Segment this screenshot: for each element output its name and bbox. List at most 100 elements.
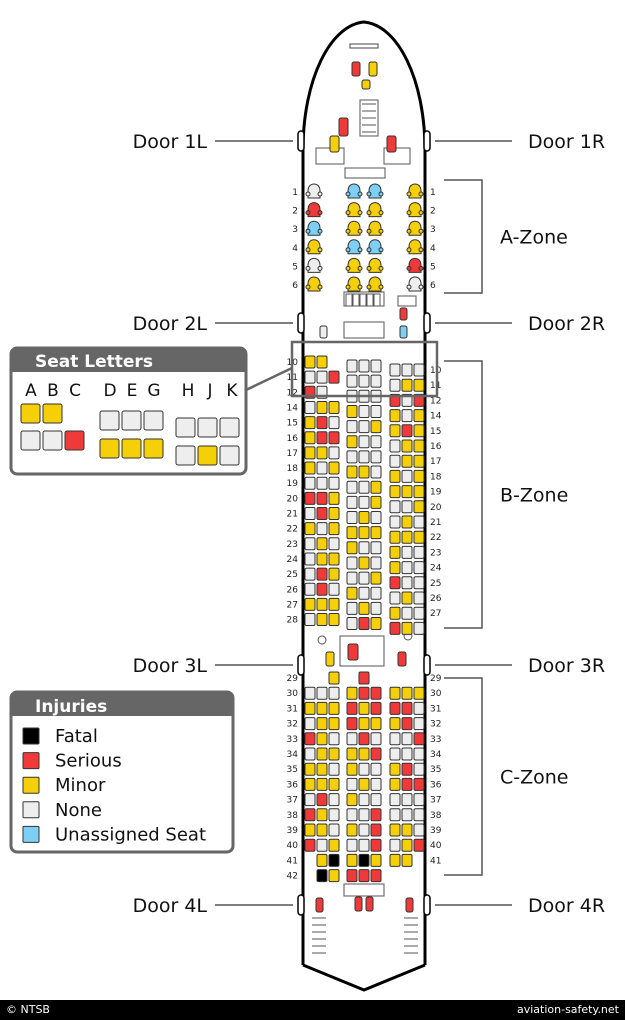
- seat-d: [346, 869, 358, 883]
- row-number: 20: [287, 494, 299, 504]
- seat-d: [346, 853, 358, 867]
- business-seat-arm: [345, 265, 351, 271]
- seat-b: [316, 461, 328, 475]
- row-number: 22: [287, 525, 298, 535]
- seat-g: [370, 732, 382, 746]
- row-number: 19: [287, 479, 299, 489]
- seat-e: [358, 465, 370, 479]
- seat-b: [316, 793, 328, 807]
- seat-c: [328, 476, 340, 490]
- seat-j: [401, 439, 413, 453]
- seat-e: [358, 686, 370, 700]
- zone-label-b: B-Zone: [500, 485, 568, 507]
- seat-e: [358, 701, 370, 715]
- row-number: 26: [430, 594, 442, 604]
- row-number: 2: [430, 207, 436, 217]
- seat-b: [316, 476, 328, 490]
- seat-g: [370, 404, 382, 418]
- row-number: 25: [287, 570, 298, 580]
- business-seat-shell: [408, 220, 422, 236]
- seat-h: [389, 424, 401, 438]
- business-seat: [345, 257, 363, 273]
- seat-g: [370, 465, 382, 479]
- seat-g: [370, 747, 382, 761]
- seat-b: [316, 777, 328, 791]
- row-number: 25: [430, 579, 441, 589]
- business-seat-arm: [345, 191, 351, 197]
- seat-j: [401, 762, 413, 776]
- door-mark-right: [423, 894, 431, 916]
- row-number: 6: [292, 281, 298, 291]
- seat-b: [316, 838, 328, 852]
- seat-c: [328, 869, 340, 883]
- seat-g: [370, 450, 382, 464]
- seat-a: [304, 732, 316, 746]
- business-seat: [406, 239, 424, 255]
- seat-d: [346, 526, 358, 540]
- business-seat: [305, 239, 323, 255]
- seat-h: [389, 363, 401, 377]
- row-number: 22: [430, 533, 441, 543]
- row-number: 19: [430, 488, 442, 498]
- seat-b: [316, 491, 328, 505]
- seat-c: [328, 732, 340, 746]
- seat-g: [370, 420, 382, 434]
- seat-d: [346, 762, 358, 776]
- seat-d: [346, 541, 358, 555]
- seat-b: [316, 717, 328, 731]
- seat-c: [328, 446, 340, 460]
- row-number: 5: [292, 262, 298, 272]
- crew-seat-4r: [405, 897, 414, 913]
- seat-j: [401, 701, 413, 715]
- seat-k: [413, 762, 425, 776]
- seat-c: [328, 491, 340, 505]
- crew-seat-rear-b: [365, 896, 374, 912]
- business-seat-arm: [418, 284, 424, 290]
- row-number: 16: [430, 442, 442, 452]
- galley-block: [344, 167, 386, 179]
- seat-b: [316, 522, 328, 536]
- row-number: 17: [287, 449, 298, 459]
- seat-c: [328, 762, 340, 776]
- business-seat-arm: [305, 210, 311, 216]
- row-number: 34: [430, 750, 442, 760]
- door-label-d4r: Door 4R: [528, 895, 605, 917]
- business-seat: [366, 239, 384, 255]
- zone-bracket-c: [444, 677, 483, 876]
- business-seat-arm: [378, 284, 384, 290]
- business-seat-shell: [347, 202, 361, 218]
- seat-c: [328, 823, 340, 837]
- door-mark-left: [297, 894, 305, 916]
- business-seat: [345, 276, 363, 292]
- seat-h: [389, 701, 401, 715]
- business-seat: [305, 183, 323, 199]
- business-seat-arm: [418, 191, 424, 197]
- business-seat-arm: [366, 191, 372, 197]
- business-seat-arm: [317, 210, 323, 216]
- cabin-divider-block: [352, 293, 360, 307]
- seat-j: [401, 561, 413, 575]
- jumpseat: [361, 79, 371, 90]
- seat-letter-sample: [20, 403, 41, 424]
- seat-a: [304, 777, 316, 791]
- seat-g: [370, 435, 382, 449]
- galley-door2-b: [343, 321, 385, 339]
- business-seat-shell: [408, 276, 422, 292]
- business-seat-shell: [347, 276, 361, 292]
- business-seat: [406, 183, 424, 199]
- business-seat: [345, 239, 363, 255]
- row-number: 39: [287, 826, 299, 836]
- seat-c: [328, 461, 340, 475]
- crew-seat-3c: [347, 643, 359, 661]
- row-number: 32: [430, 720, 441, 730]
- seat-e: [358, 853, 370, 867]
- seat-b: [316, 869, 328, 883]
- seat-b: [316, 552, 328, 566]
- business-seat-arm: [345, 284, 351, 290]
- footer-credit: © NTSB: [6, 1003, 50, 1016]
- seat-d: [346, 404, 358, 418]
- seat-h: [389, 439, 401, 453]
- seat-h: [389, 485, 401, 499]
- seat-letter-sample: [197, 445, 218, 466]
- business-seat: [366, 276, 384, 292]
